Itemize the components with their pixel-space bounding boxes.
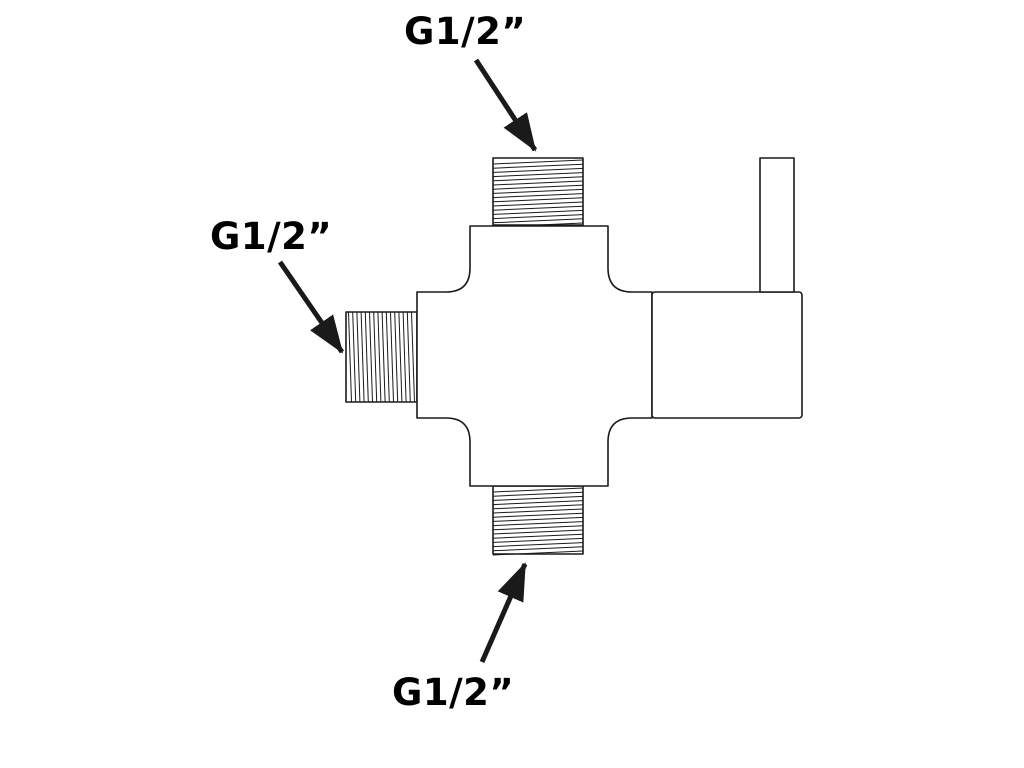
thread-line xyxy=(492,218,584,224)
thread-line xyxy=(377,311,382,403)
thread-line xyxy=(492,521,584,527)
arrow-top xyxy=(473,58,538,152)
thread-line xyxy=(373,311,378,403)
thread-line xyxy=(369,311,373,403)
thread-line xyxy=(406,311,411,403)
thread-line xyxy=(492,504,584,510)
thread-line xyxy=(411,311,415,403)
valve-body xyxy=(416,225,653,487)
thread-line xyxy=(492,167,584,173)
label-left-port: G1/2” xyxy=(210,215,333,258)
thread-line xyxy=(381,311,386,403)
thread-line xyxy=(492,214,584,220)
thread-line xyxy=(492,542,584,548)
thread-line xyxy=(492,172,584,178)
thread-line xyxy=(492,487,584,493)
thread-line xyxy=(492,550,584,556)
thread-line xyxy=(492,159,584,165)
thread-line xyxy=(385,311,390,403)
thread-line xyxy=(364,311,369,403)
thread-line xyxy=(492,537,584,543)
arrow-bottom xyxy=(479,562,528,664)
thread-line xyxy=(492,491,584,497)
thread-line xyxy=(398,311,403,403)
thread-line xyxy=(492,205,584,211)
thread-line xyxy=(492,533,584,539)
top-thread xyxy=(492,157,584,228)
thread-line xyxy=(492,176,584,182)
thread-line xyxy=(492,500,584,506)
thread-line xyxy=(492,180,584,186)
thread-line xyxy=(492,546,584,552)
thread-line xyxy=(492,508,584,514)
bottom-thread xyxy=(492,485,584,556)
label-top-port: G1/2” xyxy=(404,10,527,53)
thread-line xyxy=(492,495,584,501)
thread-line xyxy=(390,311,394,403)
thread-line xyxy=(402,311,407,403)
left-thread xyxy=(345,311,418,403)
thread-line xyxy=(394,311,399,403)
lever-handle xyxy=(759,157,795,293)
thread-line xyxy=(360,311,365,403)
handle-block xyxy=(651,291,803,419)
thread-line xyxy=(492,197,584,203)
thread-line xyxy=(356,311,361,403)
arrow-left xyxy=(277,260,345,354)
thread-line xyxy=(348,311,352,403)
label-bottom-port: G1/2” xyxy=(392,671,515,714)
thread-line xyxy=(492,529,584,535)
thread-line xyxy=(492,188,584,194)
thread-line xyxy=(492,193,584,199)
thread-line xyxy=(492,209,584,215)
thread-line xyxy=(492,516,584,522)
thread-line xyxy=(492,525,584,531)
thread-line xyxy=(492,512,584,518)
thread-line xyxy=(492,201,584,207)
thread-line xyxy=(492,163,584,169)
thread-line xyxy=(352,311,357,403)
thread-line xyxy=(492,184,584,190)
